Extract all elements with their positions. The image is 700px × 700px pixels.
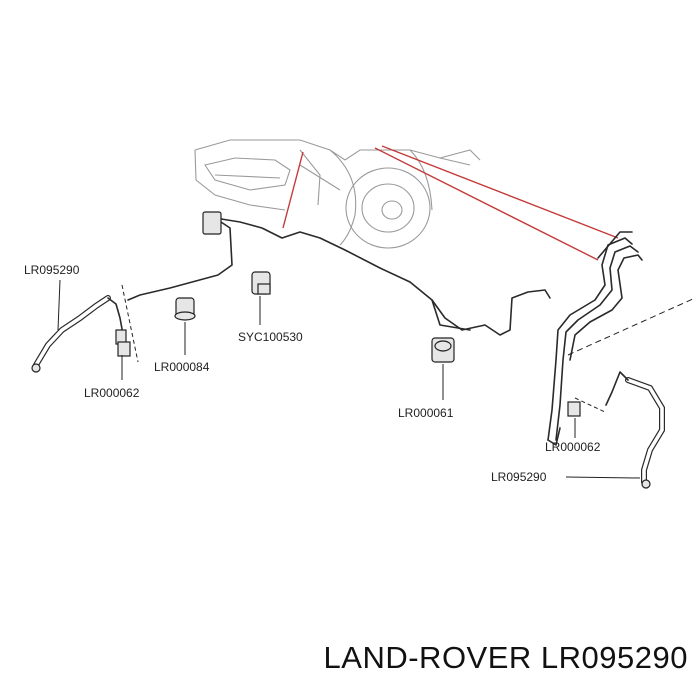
- label-hose-right: LR095290: [491, 470, 547, 484]
- brake-pipe: [127, 217, 643, 446]
- clip-left-part: [117, 341, 131, 357]
- dashed-line: [567, 297, 696, 413]
- bracket-left-part: [174, 297, 196, 321]
- connector-part: [251, 271, 271, 295]
- callout-lines: [282, 145, 619, 261]
- bracket-mid-part: [431, 337, 455, 363]
- vehicle-outline: [194, 139, 481, 249]
- left-guide: [121, 284, 139, 363]
- bracket-top: [202, 211, 222, 235]
- label-bracket-mid: LR000061: [398, 406, 454, 420]
- label-clip-right: LR000062: [545, 440, 601, 454]
- leader-lines: [57, 279, 641, 479]
- clip-right-part: [567, 401, 581, 417]
- hose-left: [31, 295, 127, 373]
- label-clip-left: LR000062: [84, 386, 140, 400]
- hose-right: [605, 371, 665, 489]
- label-hose-left: LR095290: [24, 263, 80, 277]
- label-connector: SYC100530: [238, 330, 303, 344]
- label-bracket-left: LR000084: [154, 360, 210, 374]
- page-title: LAND-ROVER LR095290: [323, 640, 688, 675]
